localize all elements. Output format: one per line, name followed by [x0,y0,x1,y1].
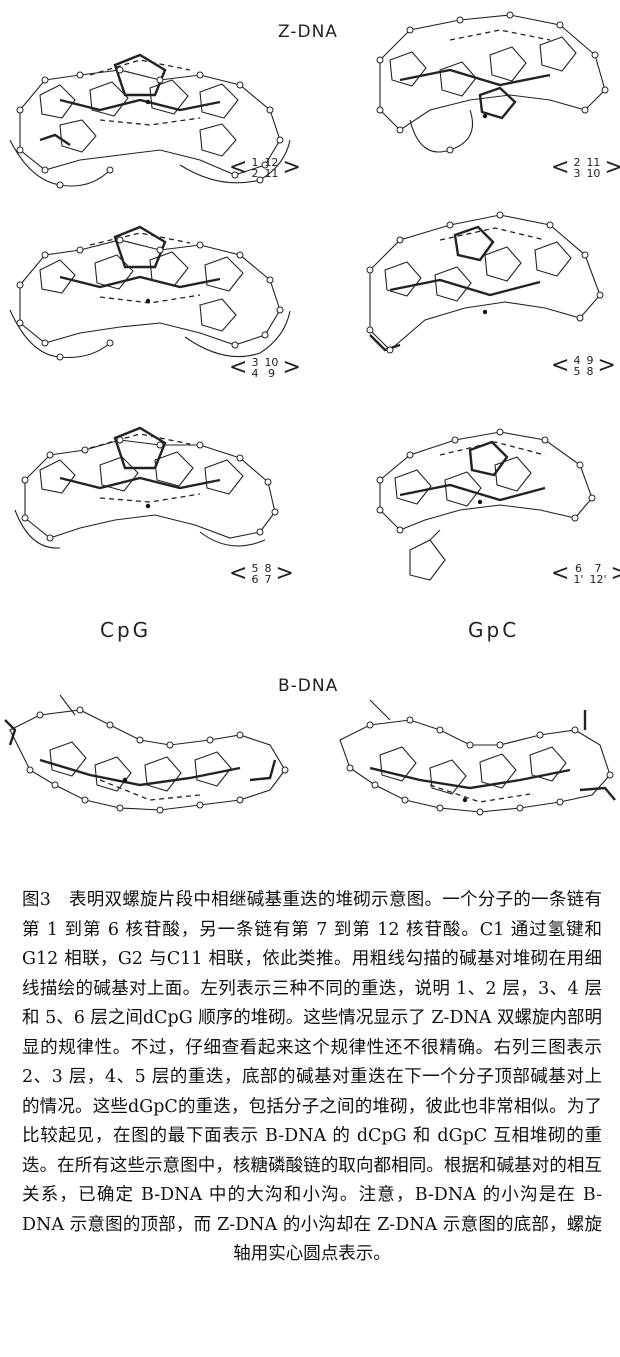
zdna-title: Z-DNA [278,22,338,42]
figure-caption: 图3 表明双螺旋片段中相继碱基重迭的堆砌示意图。一个分子的一条链有第 1 到第 … [22,890,602,1264]
cpg-column-label: CpG [100,618,152,642]
zdna-gpc-panel-3 [376,428,596,581]
zdna-gpc-panel-2 [366,211,604,354]
gpc-column-label: GpC [468,618,520,642]
zdna-gpc-panel-1 [376,11,609,154]
zdna-cpg-panel-1 [9,53,291,189]
bdna-gpc-panel [339,699,616,816]
bdna-title: B-DNA [278,676,339,696]
zdna-cpg-panel-3 [14,426,279,549]
zdna-cpg-panel-2 [9,225,291,361]
bdna-cpg-panel [4,694,289,814]
